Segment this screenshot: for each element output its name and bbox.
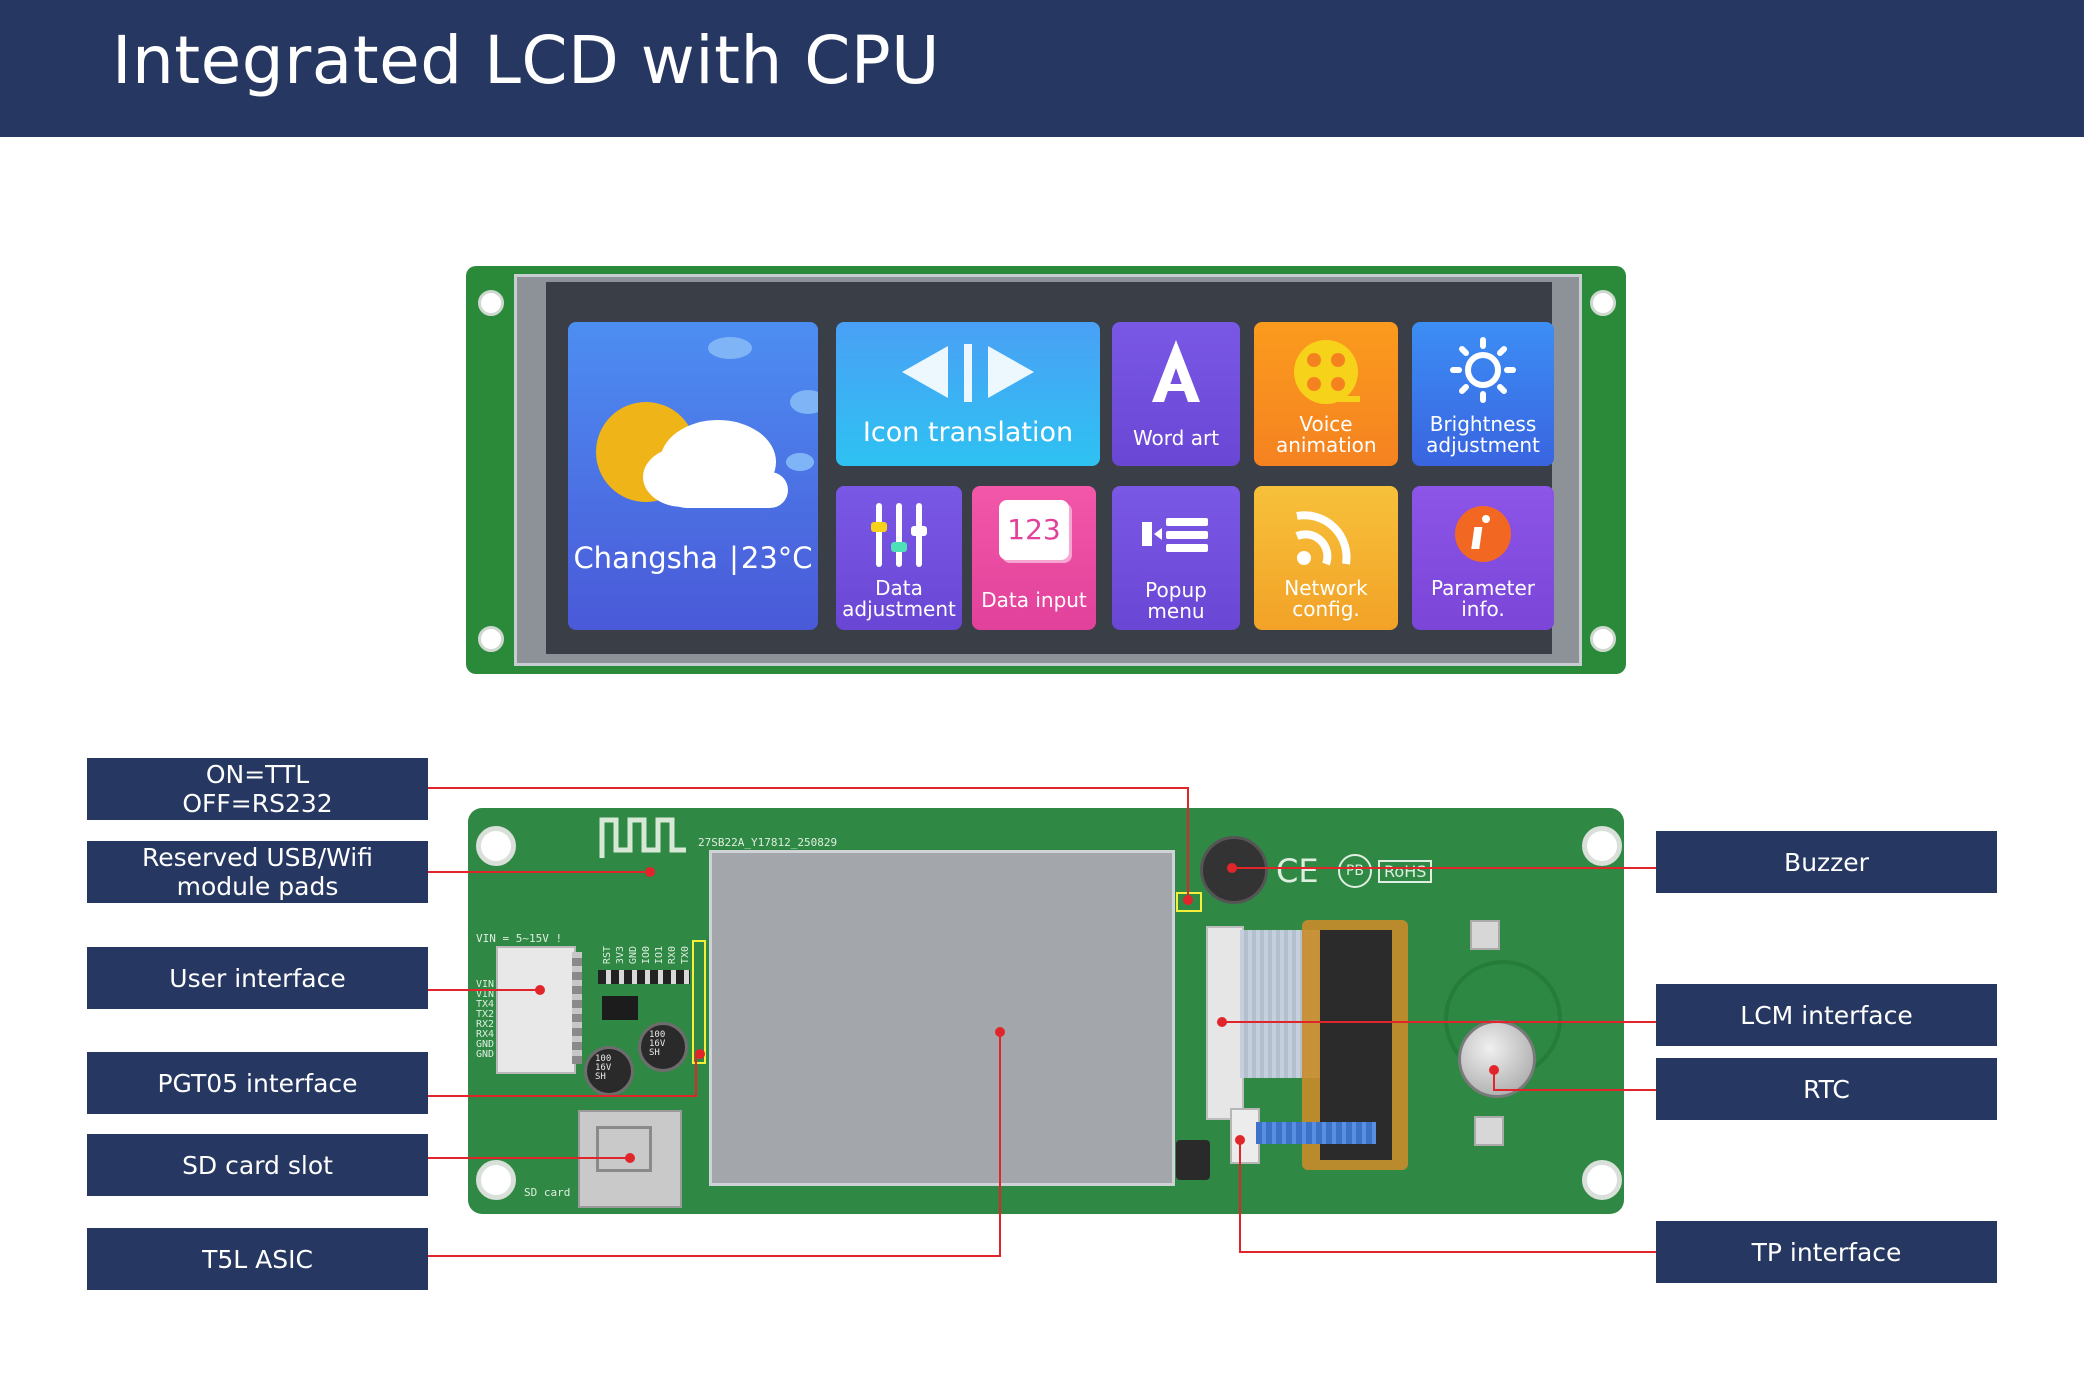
rtc-pad: [1474, 1116, 1504, 1146]
info-icon: [1455, 506, 1511, 562]
tile-label: Network config.: [1284, 576, 1368, 621]
weather-temp: 23°C: [740, 541, 813, 575]
tile-label: Popup menu: [1145, 578, 1207, 623]
tile-label: Data adjustment: [842, 576, 956, 621]
rohs-mark: RoHS: [1378, 860, 1433, 883]
pgt05-pads: [598, 970, 690, 984]
header-bar: [0, 0, 2084, 137]
callout-buzzer: Buzzer: [1656, 831, 1997, 893]
arrows-icon: [902, 344, 1034, 402]
film-reel-icon: [1294, 340, 1360, 404]
tile-network-config[interactable]: Network config.: [1254, 486, 1398, 630]
board-id: 27SB22A_Y17812_250829: [698, 836, 838, 849]
capacitor: 100 16V SH: [638, 1022, 688, 1072]
lcd-back-panel: [709, 850, 1175, 1186]
callout-ttl-rs232: ON=TTL OFF=RS232: [87, 758, 428, 820]
flex-cable-inner: [1320, 930, 1392, 1160]
number-123-icon: 123: [999, 500, 1069, 560]
tile-icon-translation[interactable]: Icon translation: [836, 322, 1100, 466]
capacitor: 100 16V SH: [584, 1046, 634, 1096]
mounting-hole: [478, 626, 504, 652]
pcb-mounting-hole: [1582, 1160, 1622, 1200]
pin-labels: VIN VIN TX4 TX2 RX2 RX4 GND GND: [476, 979, 495, 1060]
callout-lcm-interface: LCM interface: [1656, 984, 1997, 1046]
wifi-antenna-pads: [599, 817, 686, 858]
menu-icon: [1142, 518, 1208, 552]
pcb-mounting-hole: [476, 826, 516, 866]
rtc-coin-cell: [1458, 1020, 1536, 1098]
tile-brightness-adjustment[interactable]: Brightness adjustment: [1412, 322, 1554, 466]
callout-pgt05-interface: PGT05 interface: [87, 1052, 428, 1114]
callout-user-interface: User interface: [87, 947, 428, 1009]
weather-separator: |: [729, 541, 739, 575]
letter-a-icon: [1152, 340, 1200, 402]
sd-card-slot-inner: [596, 1126, 652, 1172]
tile-voice-animation[interactable]: Voice animation: [1254, 322, 1398, 466]
callout-sd-card-slot: SD card slot: [87, 1134, 428, 1196]
callout-t5l-asic: T5L ASIC: [87, 1228, 428, 1290]
pcb-mounting-hole: [1582, 826, 1622, 866]
tile-data-input[interactable]: 123 Data input: [972, 486, 1096, 630]
pgt05-outline: [692, 940, 706, 1064]
sun-icon: [1450, 337, 1516, 403]
tile-label: Brightness adjustment: [1426, 412, 1540, 457]
inductor: [1176, 1140, 1210, 1180]
tile-label: Parameter info.: [1430, 576, 1536, 621]
weather-city: Changsha: [573, 541, 718, 575]
rss-icon: [1295, 511, 1351, 566]
tile-data-adjustment[interactable]: Data adjustment: [836, 486, 962, 630]
tile-label: Voice animation: [1276, 412, 1377, 457]
mounting-hole: [1590, 290, 1616, 316]
callout-tp-interface: TP interface: [1656, 1221, 1997, 1283]
weather-tile[interactable]: Changsha |23°C: [568, 322, 818, 630]
tile-label: Icon translation: [862, 417, 1074, 448]
rtc-pad: [1470, 920, 1500, 950]
tile-popup-menu[interactable]: Popup menu: [1112, 486, 1240, 630]
sd-card-silkscreen: SD card: [524, 1186, 571, 1199]
tile-word-art[interactable]: Word art: [1112, 322, 1240, 466]
tile-label: Data input: [981, 588, 1087, 612]
page-title: Integrated LCD with CPU: [112, 22, 940, 99]
tp-fpc-cable: [1256, 1122, 1376, 1144]
mounting-hole: [1590, 626, 1616, 652]
connector-pins: [572, 952, 582, 1064]
tile-parameter-info[interactable]: Parameter info.: [1412, 486, 1554, 630]
tile-label: Word art: [1132, 426, 1220, 450]
callout-usb-wifi-pads: Reserved USB/Wifi module pads: [87, 841, 428, 903]
weather-icon: [596, 337, 818, 508]
ic-chip: [602, 996, 638, 1020]
callout-rtc: RTC: [1656, 1058, 1997, 1120]
pcb-mounting-hole: [476, 1160, 516, 1200]
mounting-hole: [478, 290, 504, 316]
vin-label: VIN = 5~15V !: [476, 932, 563, 945]
sliders-icon: [871, 503, 927, 567]
ce-mark: CE: [1276, 852, 1319, 890]
